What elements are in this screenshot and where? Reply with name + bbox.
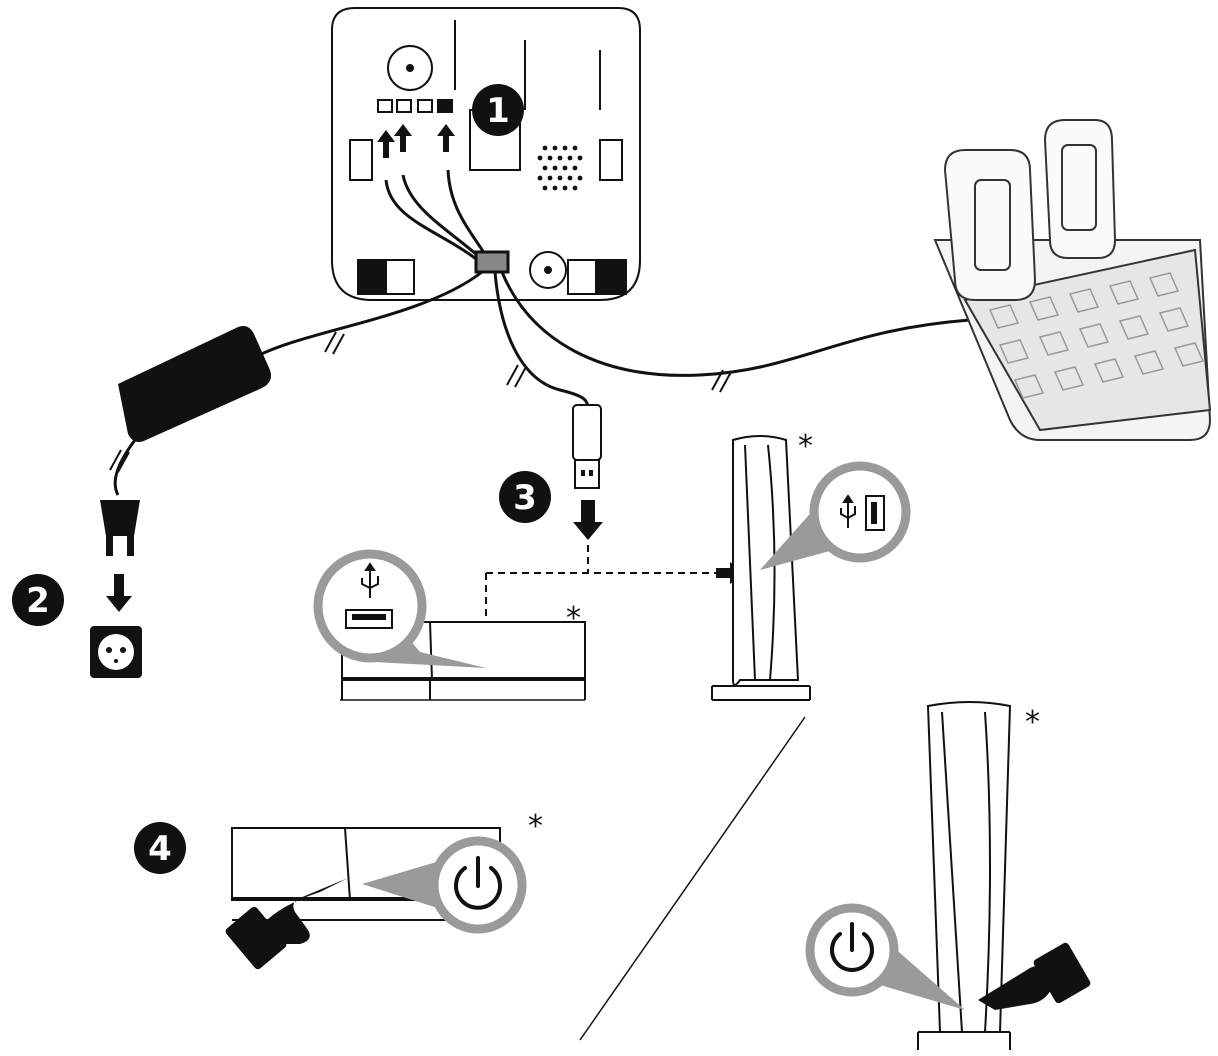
power-button-callout <box>362 836 527 934</box>
step-4-number: 4 <box>148 829 172 869</box>
wall-socket-icon <box>90 626 142 678</box>
divider-line <box>579 716 806 1041</box>
asterisk-ps4-step3: * <box>566 601 581 636</box>
step-1-badge: 1 <box>472 84 524 136</box>
power-icon <box>830 922 874 972</box>
arrow-up-icon <box>437 124 455 152</box>
arrow-down-icon <box>573 500 603 540</box>
cables <box>249 169 971 411</box>
speaker-grille <box>537 145 583 191</box>
port-arrows <box>377 124 455 158</box>
step-2-number: 2 <box>26 581 50 621</box>
usb-port-callout-right <box>760 461 911 570</box>
step-4-badge: 4 <box>134 822 186 874</box>
step-1-number: 1 <box>486 91 510 131</box>
power-button-callout-right <box>805 903 965 1010</box>
asterisk-ps4-step4: * <box>528 809 543 844</box>
cable-break-marks <box>109 331 732 473</box>
usb-plug <box>572 404 602 489</box>
usb-icon <box>840 494 856 528</box>
console-vertical-right <box>711 435 811 701</box>
power-icon <box>454 856 502 910</box>
step-3-number: 3 <box>513 478 537 518</box>
asterisk-ps5-step4: * <box>1025 705 1040 740</box>
usb-port-callout <box>313 549 486 668</box>
step-3-badge: 3 <box>499 471 551 523</box>
asterisk-ps5-step3: * <box>798 429 813 464</box>
usb-icon <box>361 562 379 598</box>
step-2-badge: 2 <box>12 574 64 626</box>
pointing-hand-icon <box>225 878 348 970</box>
wheel-base <box>331 7 641 301</box>
pointing-hand-icon <box>978 942 1091 1010</box>
arrow-down-icon <box>106 574 132 612</box>
pedal-set <box>933 119 1212 441</box>
console-vertical-power <box>917 701 1012 1050</box>
arrow-right-icon <box>716 562 746 584</box>
arrow-up-icon <box>377 130 395 158</box>
arrow-up-icon <box>394 124 412 152</box>
power-supply <box>113 326 271 496</box>
power-plug-icon <box>100 500 140 556</box>
